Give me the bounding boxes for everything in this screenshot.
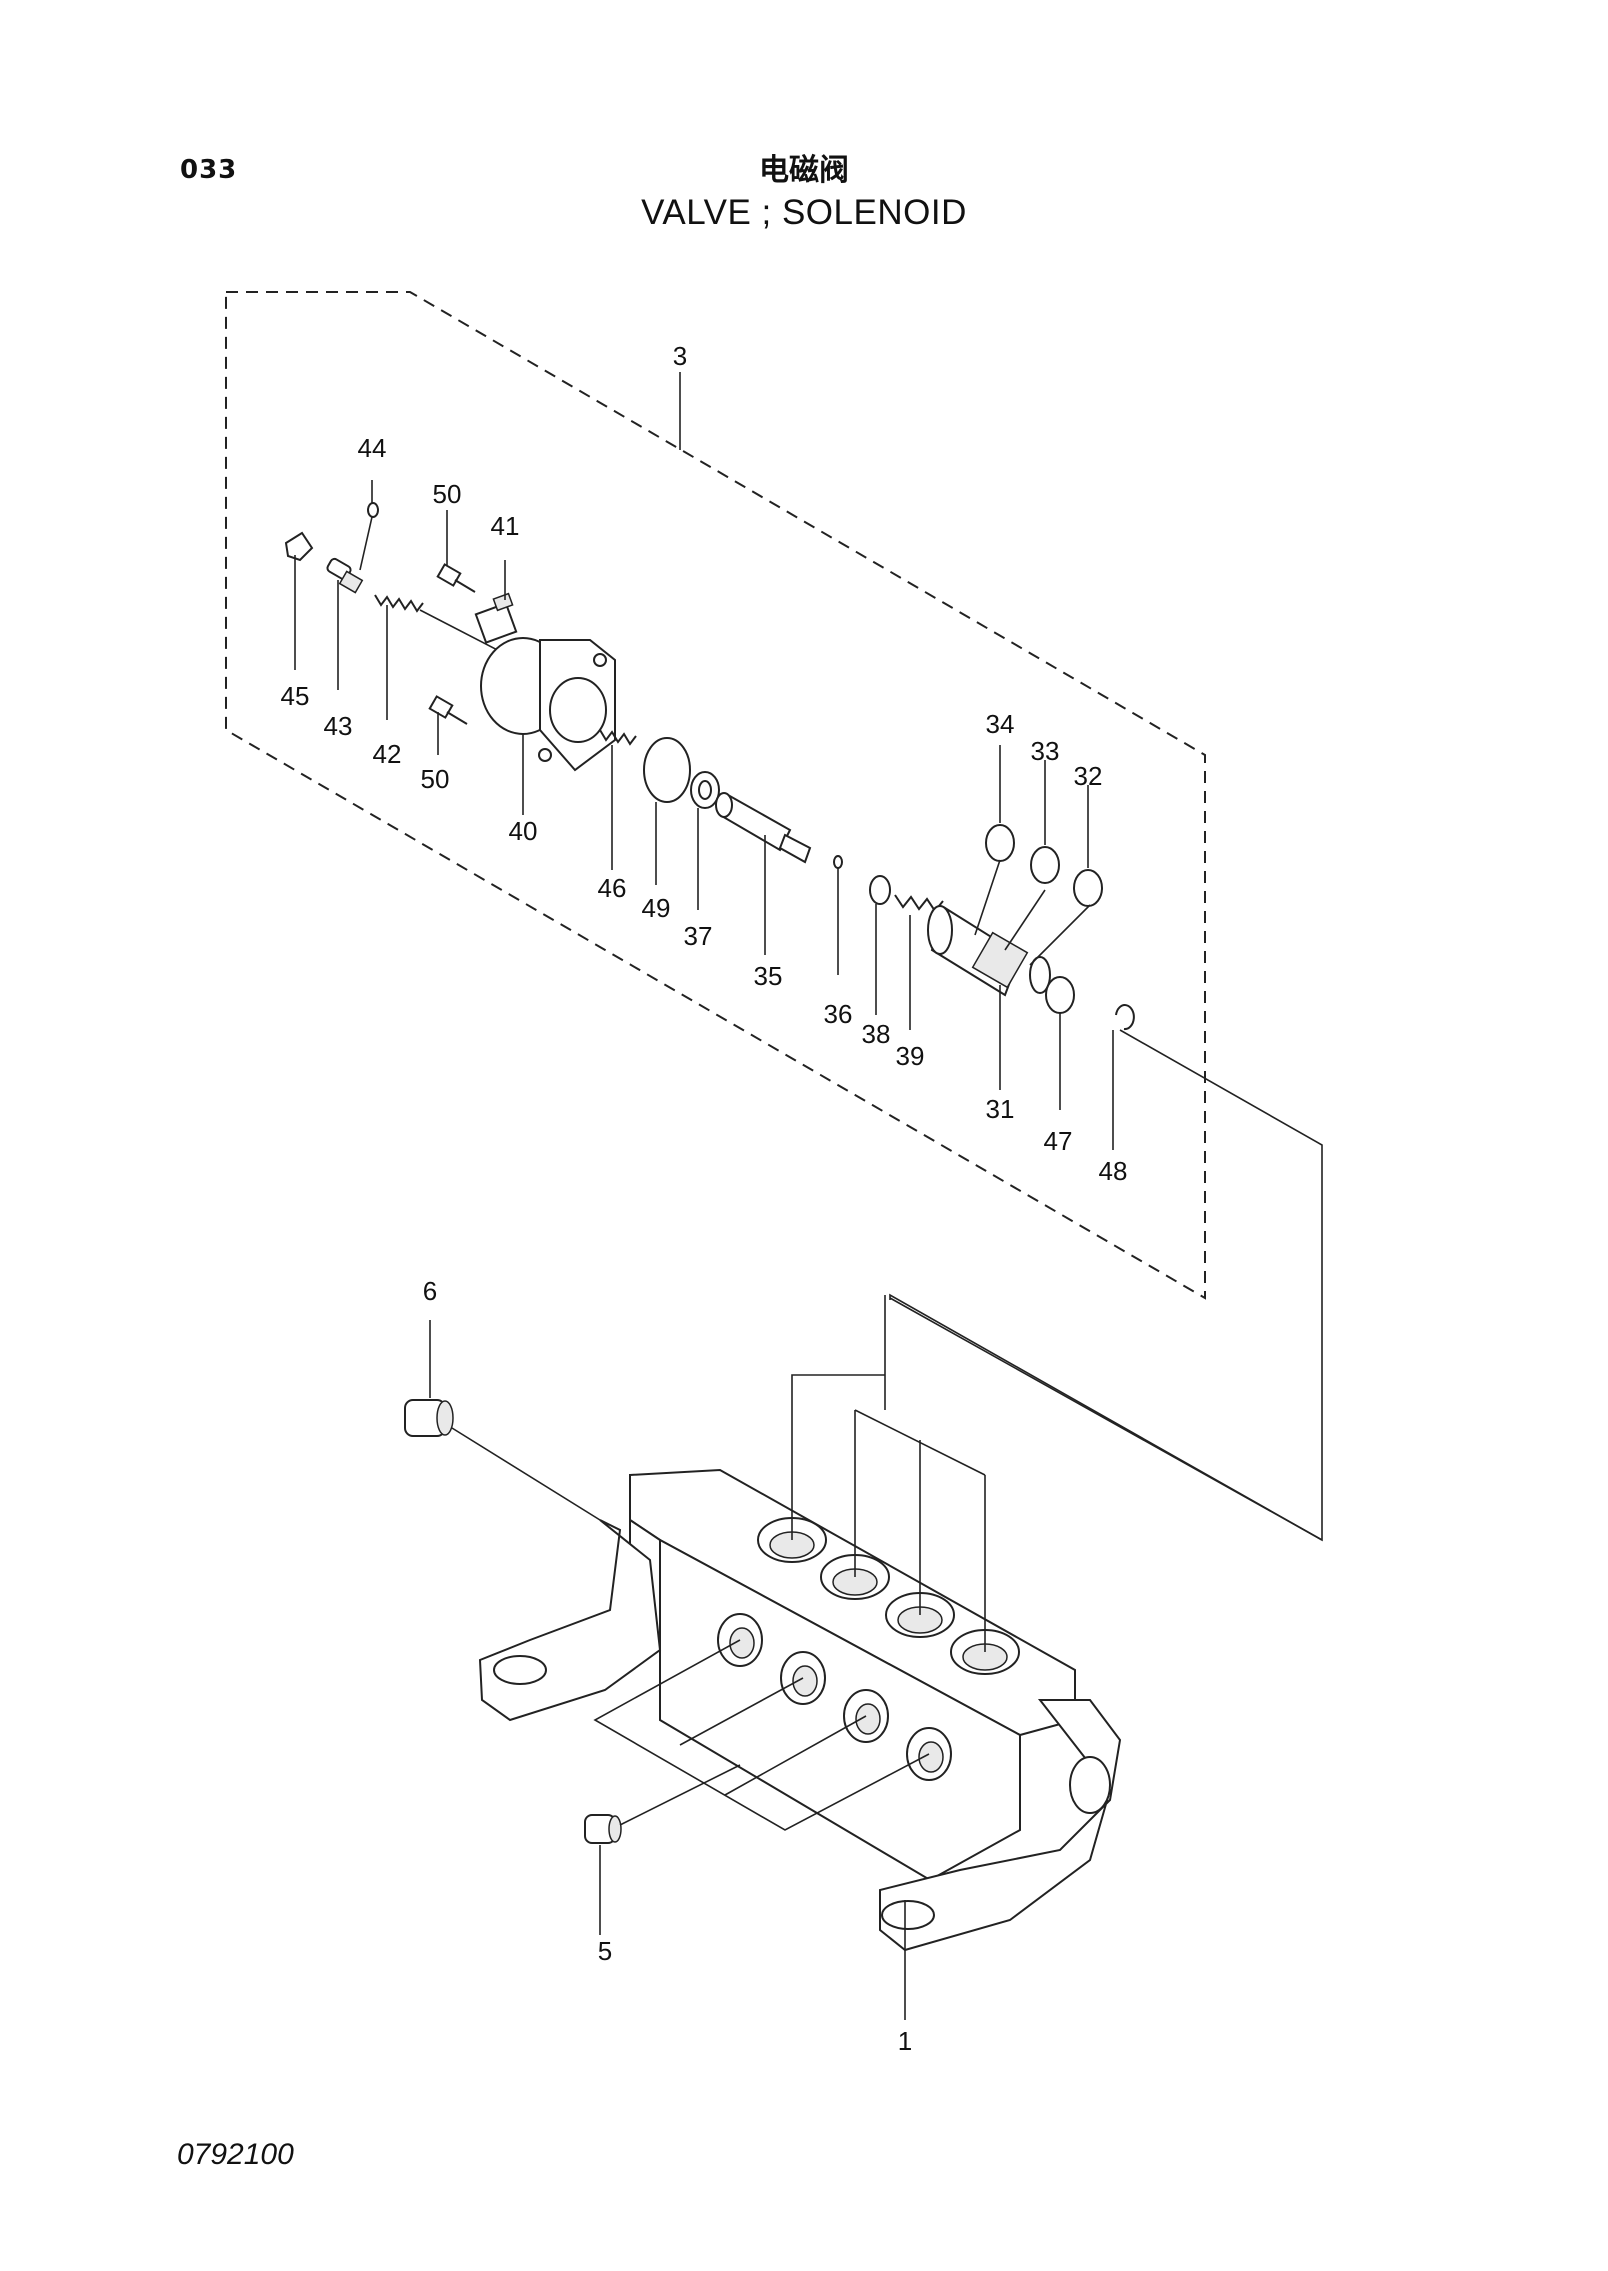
label-33: 33 (1031, 736, 1060, 766)
adjusting-screw-part (326, 480, 379, 690)
snap-ring-part-48 (1112, 1004, 1135, 1150)
cap-nut-part (284, 531, 314, 670)
label-36: 36 (824, 999, 853, 1029)
title-english: VALVE ; SOLENOID (641, 193, 967, 232)
page-number: 033 (180, 155, 238, 185)
label-1: 1 (898, 2026, 912, 2056)
label-38: 38 (862, 1019, 891, 1049)
spring-part-46 (599, 729, 637, 870)
label-3: 3 (673, 341, 687, 371)
pin-part-36 (833, 855, 843, 975)
o-ring-part-49 (643, 737, 691, 885)
plug-part-5 (584, 1764, 741, 1935)
valve-body-part (478, 1468, 1122, 2020)
o-ring-part-32 (1073, 785, 1103, 907)
bolt-part-lower (428, 695, 468, 755)
document-code: 0792100 (177, 2138, 294, 2171)
solenoid-coil-part (474, 560, 616, 815)
label-42: 42 (373, 739, 402, 769)
label-31: 31 (986, 1094, 1015, 1124)
label-6: 6 (423, 1276, 437, 1306)
o-ring-part-33 (1030, 760, 1060, 884)
label-43: 43 (324, 711, 353, 741)
label-49: 49 (642, 893, 671, 923)
label-50-lower: 50 (421, 764, 450, 794)
label-50-upper: 50 (433, 479, 462, 509)
spool-part-35 (715, 792, 812, 955)
label-34: 34 (986, 709, 1015, 739)
label-48: 48 (1099, 1156, 1128, 1186)
label-41: 41 (491, 511, 520, 541)
label-40: 40 (509, 816, 538, 846)
port-leader-lines (593, 1295, 986, 1831)
label-47: 47 (1044, 1126, 1073, 1156)
label-5: 5 (598, 1936, 612, 1966)
label-37: 37 (684, 921, 713, 951)
ring-part-38 (869, 875, 891, 1015)
label-39: 39 (896, 1041, 925, 1071)
sleeve-part-31 (927, 859, 1091, 1090)
label-32: 32 (1074, 761, 1103, 791)
assembly-boundary (225, 291, 1206, 1300)
plug-part-6 (404, 1320, 601, 1521)
label-44: 44 (358, 433, 387, 463)
label-46: 46 (598, 873, 627, 903)
title-chinese: 电磁阀 (759, 153, 849, 188)
washer-part-47 (1045, 976, 1075, 1110)
label-35: 35 (754, 961, 783, 991)
label-45: 45 (281, 681, 310, 711)
bolt-part-upper (436, 510, 476, 593)
seal-part-37 (690, 771, 720, 910)
assembly-axis (889, 1029, 1323, 1542)
o-ring-part-34 (985, 745, 1015, 862)
